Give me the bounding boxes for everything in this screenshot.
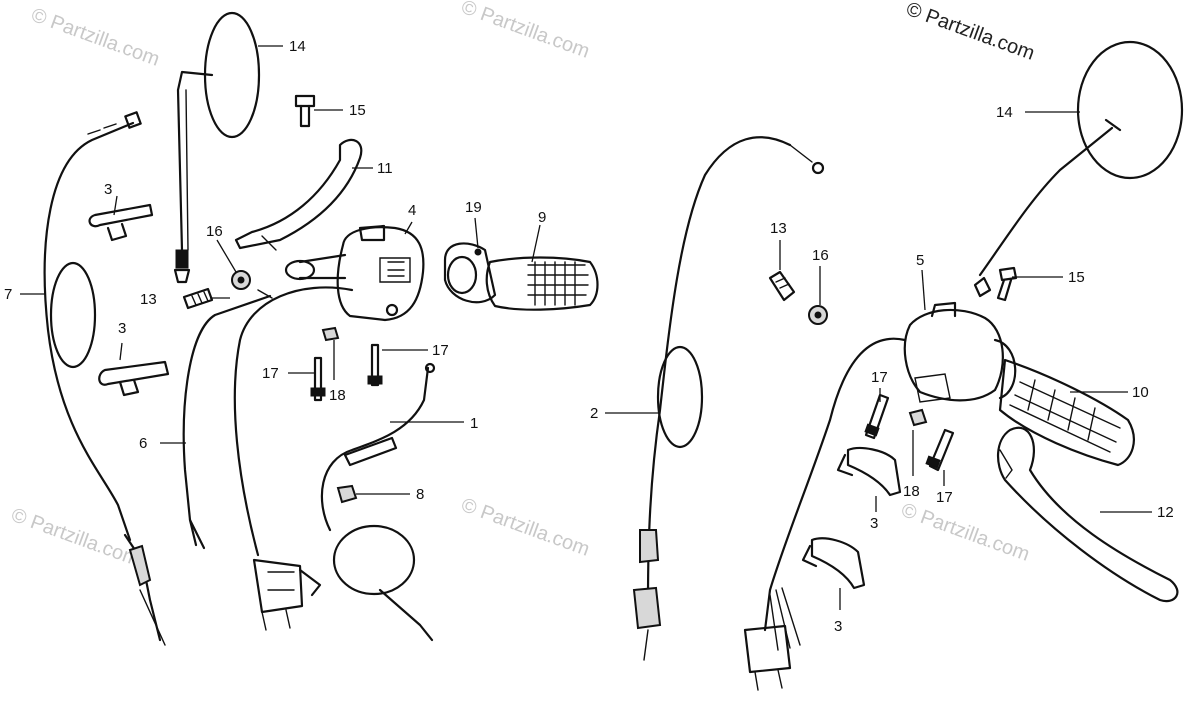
callout-16-right: 16 xyxy=(812,247,829,264)
callout-14-right: 14 xyxy=(996,104,1013,121)
callout-17-right-b: 17 xyxy=(936,489,953,506)
watermark-5: © Partzilla.com xyxy=(898,499,1032,566)
callout-3-right-top: 3 xyxy=(870,515,878,532)
callout-4: 4 xyxy=(408,202,416,219)
throttle-sleeve xyxy=(443,242,497,304)
clip-3-left-top xyxy=(88,203,154,242)
watermark-3: © Partzilla.com xyxy=(8,504,142,571)
callout-6: 6 xyxy=(139,435,147,452)
screw-13-left xyxy=(182,287,214,310)
clip-3-left-bottom xyxy=(98,360,170,397)
throttle-cable xyxy=(320,362,436,642)
callout-7: 7 xyxy=(4,286,12,303)
clutch-lever xyxy=(234,138,363,251)
callout-11: 11 xyxy=(377,160,393,177)
left-switch-harness xyxy=(233,286,354,631)
nut-18-left xyxy=(321,326,340,342)
callouts: 14 15 11 3 16 4 19 9 7 13 3 6 17 18 17 1… xyxy=(4,38,1174,635)
copyright-notice: © Partzilla.com xyxy=(903,0,1037,65)
callout-10: 10 xyxy=(1132,384,1149,401)
callout-3-left-bottom: 3 xyxy=(118,320,126,337)
callout-1: 1 xyxy=(470,415,478,432)
callout-17-left-b: 17 xyxy=(432,342,449,359)
callout-5: 5 xyxy=(916,252,924,269)
callout-3-right-bottom: 3 xyxy=(834,618,842,635)
screw-13-right xyxy=(768,270,796,302)
screw-17-left-b xyxy=(367,343,383,387)
callout-16-left: 16 xyxy=(206,223,223,240)
front-brake-cable xyxy=(632,136,825,661)
callout-9: 9 xyxy=(538,209,546,226)
washer-16-right xyxy=(808,305,828,325)
callout-3-left-top: 3 xyxy=(104,181,112,198)
callout-13-left: 13 xyxy=(140,291,157,308)
right-grip xyxy=(998,358,1135,467)
callout-17-right-a: 17 xyxy=(871,369,888,386)
clip-3-right-bottom xyxy=(801,537,866,590)
left-mirror xyxy=(173,11,261,284)
right-switch-housing xyxy=(903,301,1017,403)
cable-nut-8 xyxy=(336,484,358,504)
callout-13-right: 13 xyxy=(770,220,787,237)
screw-17-right-a xyxy=(864,393,890,440)
left-grip xyxy=(485,256,599,311)
clutch-cable xyxy=(43,111,166,646)
callout-18-left: 18 xyxy=(329,387,346,404)
screw-17-right-b xyxy=(925,428,955,472)
callout-15-right: 15 xyxy=(1068,269,1085,286)
watermark-4: © Partzilla.com xyxy=(458,494,592,561)
watermark-1: © Partzilla.com xyxy=(28,4,162,71)
bolt-15 xyxy=(294,94,316,128)
brake-lever xyxy=(997,426,1179,603)
right-switch-harness xyxy=(743,337,907,691)
wire-6 xyxy=(182,289,273,550)
watermarks: © Partzilla.com © Partzilla.com © Partzi… xyxy=(8,0,1032,571)
callout-2: 2 xyxy=(590,405,598,422)
callout-19: 19 xyxy=(465,199,482,216)
callout-17-left-a: 17 xyxy=(262,365,279,382)
watermark-2: © Partzilla.com xyxy=(458,0,592,63)
left-switch-housing xyxy=(284,224,425,322)
screw-17-left-a xyxy=(310,356,326,402)
callout-8: 8 xyxy=(416,486,424,503)
clip-3-right-top xyxy=(836,446,902,497)
washer-16-left xyxy=(231,270,251,290)
callout-18-right: 18 xyxy=(903,483,920,500)
nut-18-right xyxy=(908,408,928,427)
right-mirror xyxy=(973,40,1184,298)
callout-15-left: 15 xyxy=(349,102,366,119)
callout-12: 12 xyxy=(1157,504,1174,521)
bolt-15-right xyxy=(996,266,1018,302)
leader-lines xyxy=(20,45,1152,610)
callout-14-left: 14 xyxy=(289,38,306,55)
